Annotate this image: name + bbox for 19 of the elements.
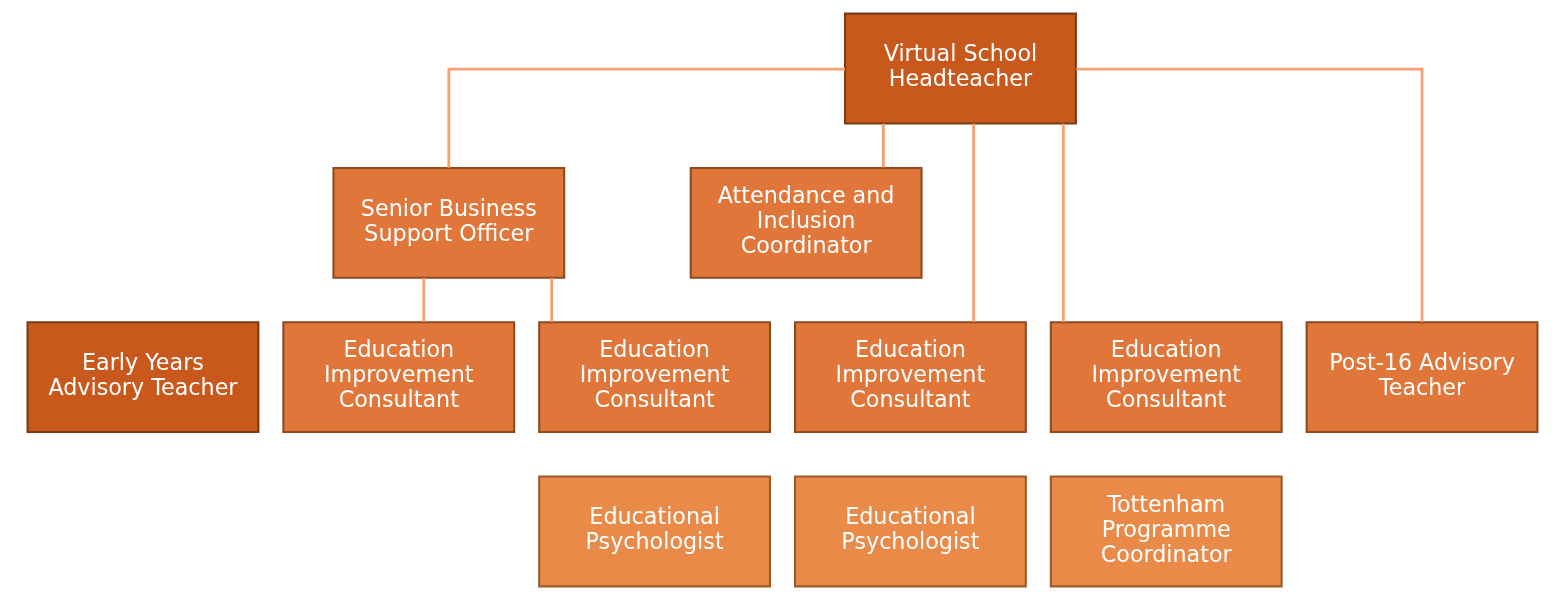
node-box: Educational Psychologist	[793, 475, 1027, 588]
node-box: Early Years Advisory Teacher	[26, 321, 259, 434]
connector	[1061, 123, 1065, 322]
node-box: Tottenham Programme Coordinator	[1049, 475, 1283, 588]
node-box: Education Improvement Consultant	[537, 321, 771, 434]
node-box: Senior Business Support Officer	[331, 166, 565, 279]
node-box: Education Improvement Consultant	[793, 321, 1027, 434]
node-box: Post-16 Advisory Teacher	[1305, 321, 1538, 434]
connector	[1075, 67, 1423, 323]
node-box: Education Improvement Consultant	[281, 321, 515, 434]
connector	[971, 123, 975, 322]
connector	[446, 67, 845, 168]
node-box: Attendance and Inclusion Coordinator	[689, 166, 923, 279]
connector	[881, 123, 885, 168]
node-box: Education Improvement Consultant	[1049, 321, 1283, 434]
connector	[421, 278, 425, 322]
node-box: Educational Psychologist	[537, 475, 771, 588]
node-box: Virtual School Headteacher	[843, 12, 1077, 125]
connector	[549, 278, 553, 322]
